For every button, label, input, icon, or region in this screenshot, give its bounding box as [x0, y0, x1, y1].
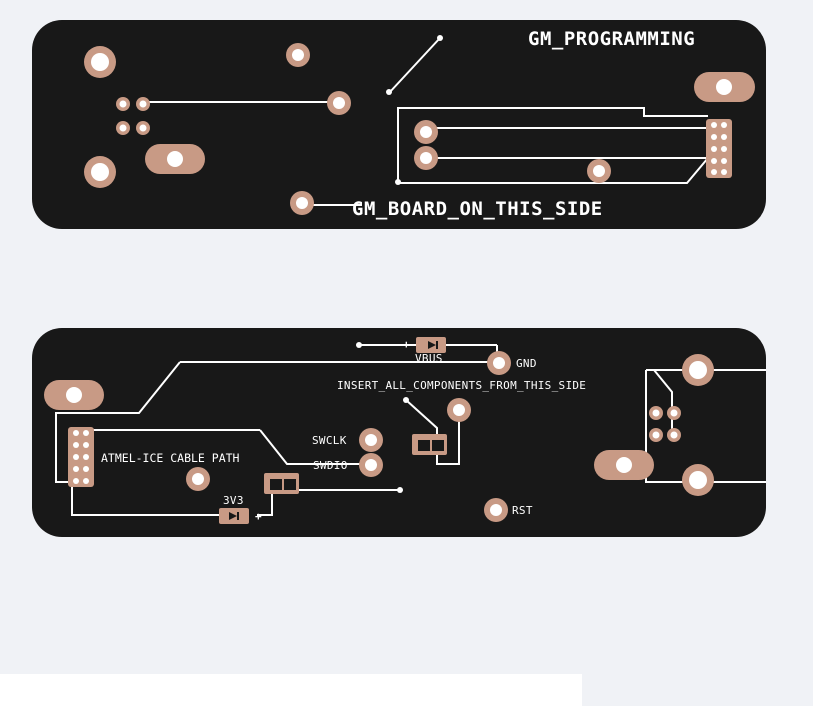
- hole: [689, 471, 707, 489]
- trace: [259, 429, 369, 465]
- via: [395, 179, 401, 185]
- hole: [721, 146, 727, 152]
- trace: [398, 157, 709, 184]
- via: [437, 35, 443, 41]
- hole: [365, 434, 377, 446]
- insert-components-label: INSERT_ALL_COMPONENTS_FROM_THIS_SIDE: [337, 379, 587, 392]
- vbus-label: VBUS: [415, 352, 443, 365]
- hole: [83, 442, 89, 448]
- hole: [420, 152, 432, 164]
- bottom-board-artwork: [44, 337, 766, 524]
- hole: [83, 430, 89, 436]
- diode-symbol: [428, 341, 436, 349]
- 3v3-label: 3V3: [223, 494, 244, 507]
- hole: [296, 197, 308, 209]
- hole: [716, 79, 732, 95]
- rst-label: RST: [512, 504, 533, 517]
- hole: [167, 151, 183, 167]
- gnd-label: GND: [516, 357, 537, 370]
- hole: [83, 466, 89, 472]
- hole: [711, 146, 717, 152]
- diode-symbol: [237, 512, 239, 520]
- hole: [721, 158, 727, 164]
- bottom-white-strip: [0, 674, 582, 706]
- 3v3-plus-label: +: [255, 510, 262, 523]
- hole: [721, 134, 727, 140]
- smd-gap: [432, 440, 444, 451]
- hole: [91, 53, 109, 71]
- hole: [91, 163, 109, 181]
- hole: [616, 457, 632, 473]
- hole: [83, 478, 89, 484]
- swclk-label: SWCLK: [312, 434, 347, 447]
- cable-path-label: ATMEL-ICE CABLE PATH: [101, 451, 240, 465]
- hole: [119, 124, 127, 132]
- hole: [670, 431, 678, 439]
- via: [397, 487, 403, 493]
- trace: [405, 399, 460, 465]
- hole: [73, 430, 79, 436]
- hole: [333, 97, 345, 109]
- board-side-label: GM_BOARD_ON_THIS_SIDE: [352, 198, 603, 220]
- hole: [73, 478, 79, 484]
- hole: [652, 409, 660, 417]
- hole: [365, 459, 377, 471]
- pcb-board-bottom: + VBUS GND INSERT_ALL_COMPONENTS_FROM_TH…: [32, 328, 766, 537]
- hole: [670, 409, 678, 417]
- hole: [652, 431, 660, 439]
- hole: [73, 466, 79, 472]
- trace: [257, 490, 273, 516]
- hole: [119, 100, 127, 108]
- smd-gap: [270, 479, 282, 490]
- diode-symbol: [436, 341, 438, 349]
- trace: [645, 370, 692, 483]
- hole: [66, 387, 82, 403]
- hole: [689, 361, 707, 379]
- hole: [73, 454, 79, 460]
- smd-gap: [418, 440, 430, 451]
- smd-gap: [284, 479, 296, 490]
- hole: [711, 134, 717, 140]
- hole: [711, 169, 717, 175]
- hole: [192, 473, 204, 485]
- via: [386, 89, 392, 95]
- header-pad-strip: [68, 427, 94, 487]
- hole: [420, 126, 432, 138]
- hole: [711, 158, 717, 164]
- hole: [453, 404, 465, 416]
- trace: [388, 37, 441, 94]
- trace: [397, 107, 708, 180]
- via: [356, 342, 362, 348]
- hole: [493, 357, 505, 369]
- hole: [721, 122, 727, 128]
- diode-symbol: [229, 512, 237, 520]
- hole: [139, 124, 147, 132]
- hole: [721, 169, 727, 175]
- hole: [139, 100, 147, 108]
- trace: [55, 361, 181, 483]
- trace: [653, 369, 673, 436]
- hole: [73, 442, 79, 448]
- vbus-plus-label: +: [403, 338, 410, 351]
- hole: [593, 165, 605, 177]
- hole: [490, 504, 502, 516]
- via: [403, 397, 409, 403]
- hole: [711, 122, 717, 128]
- board-title-label: GM_PROGRAMMING: [528, 28, 696, 50]
- hole: [83, 454, 89, 460]
- swdio-label: SWDIO: [313, 459, 348, 472]
- hole: [292, 49, 304, 61]
- trace: [71, 482, 227, 516]
- header-pad-strip: [706, 119, 732, 178]
- top-board-artwork: [84, 35, 755, 215]
- pcb-board-top: GM_PROGRAMMING GM_BOARD_ON_THIS_SIDE: [32, 20, 766, 229]
